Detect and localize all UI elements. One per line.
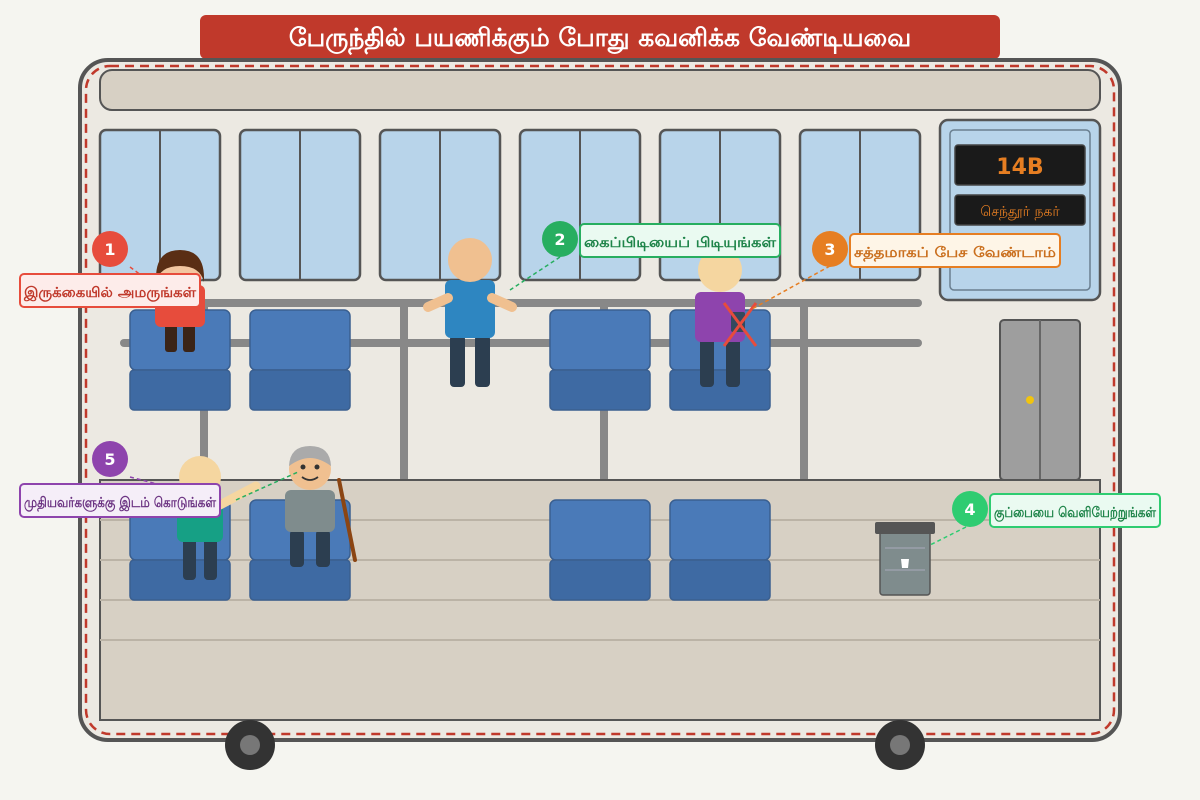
page-title: பேருந்தில் பயணிக்கும் போது கவனிக்க வேண்ட… [289,23,911,55]
tip-label-box [19,273,201,308]
tip-1: இருக்கையில் அமருங்கள் 1 [19,231,201,308]
tip-number-badge [952,491,988,527]
cup-icon [901,559,909,568]
tip-label-box [849,233,1061,268]
bus-outline-dashed [84,64,1116,736]
walking-cane-icon [337,478,357,562]
seat-row-lower [129,499,771,601]
cross-mark-icon [722,302,758,347]
bus-body: 14B செந்தூர் நகர் [78,58,1122,770]
seat-back [669,499,771,561]
tip-label-box [989,493,1161,528]
tip-number-badge [92,441,128,477]
tip-label: இருக்கையில் அமருங்கள் [23,285,196,301]
seat-back [249,309,351,371]
tip-number: 4 [964,500,975,519]
bus-door [999,319,1081,481]
tip-label: சத்தமாகப் பேச வேண்டாம் [854,245,1056,262]
destination-panel [954,194,1086,226]
trash-bin-icon [875,522,935,596]
connector-tip-3 [751,265,831,310]
tip-number-badge [812,231,848,267]
tip-5: முதியவர்களுக்கு இடம் கொடுங்கள் 5 [19,441,221,518]
tip-label: கைப்பிடியைப் பிடியுங்கள் [584,235,776,251]
seat-cushion [669,369,771,411]
title-banner: பேருந்தில் பயணிக்கும் போது கவனிக்க வேண்ட… [200,15,1000,59]
elderly-passenger [285,446,357,567]
tip-number: 1 [104,240,115,259]
tip-4: குப்பையை வெளியேற்றுங்கள் 4 [952,491,1161,528]
seat-cushion [549,369,651,411]
tip-label-box [579,223,781,258]
seat-back [549,499,651,561]
tip-number: 3 [824,240,835,259]
passenger-on-phone [695,248,758,387]
seat-cushion [549,559,651,601]
tip-2: கைப்பிடியைப் பிடியுங்கள் 2 [542,221,781,258]
tip-number-badge [92,231,128,267]
tip-label: முதியவர்களுக்கு இடம் கொடுங்கள் [24,495,216,512]
passenger-holding-rail [423,238,517,387]
tip-label-box [19,483,221,518]
seat-cushion [249,369,351,411]
seat-cushion [669,559,771,601]
tip-label: குப்பையை வெளியேற்றுங்கள் [994,505,1156,522]
tip-3: சத்தமாகப் பேச வேண்டாம் 3 [812,231,1061,268]
connector-offer-seat [235,471,299,501]
connector-tip-2 [509,256,561,291]
seat-cushion [129,369,231,411]
tip-number: 5 [104,450,115,469]
tip-number: 2 [554,230,565,249]
destination-name: செந்தூர் நகர் [980,204,1060,220]
route-number: 14B [996,155,1043,180]
route-number-panel [954,144,1086,186]
tip-callouts: இருக்கையில் அமருங்கள் 1 கைப்பிடியைப் பிட… [19,221,1161,528]
title-background [200,15,1000,59]
route-display: 14B செந்தூர் நகர் [938,118,1102,302]
roof-panel [99,69,1101,111]
door-handle [1026,396,1034,404]
wheels [225,720,925,770]
seat-back [549,309,651,371]
tip-number-badge [542,221,578,257]
